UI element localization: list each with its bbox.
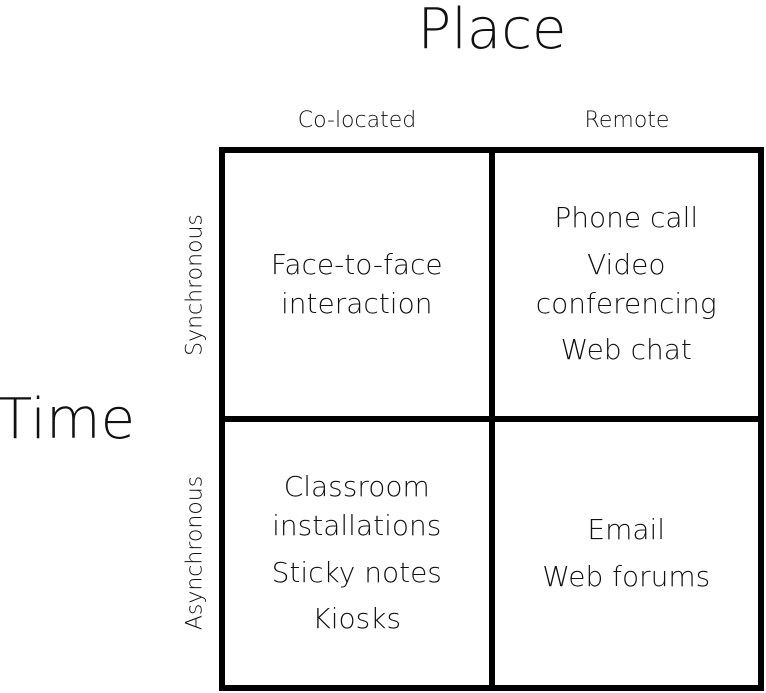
cell-item: Web forums <box>542 559 711 593</box>
cell-item: Face-to-face interaction <box>270 247 443 320</box>
cell-item: Web chat <box>560 333 692 367</box>
time-place-matrix: Face-to-face interaction Phone call Vide… <box>219 147 764 691</box>
cell-asynchronous-remote: Email Web forums <box>491 419 758 685</box>
time-axis-title: Time <box>0 387 136 452</box>
cell-item: Kiosks <box>312 602 402 636</box>
cell-item: Video conferencing <box>535 247 717 320</box>
cell-item: Email <box>587 512 666 546</box>
row-header-asynchronous: Asynchronous <box>182 475 208 631</box>
cell-synchronous-remote: Phone call Video conferencing Web chat <box>491 153 758 419</box>
place-axis-title: Place <box>417 0 567 62</box>
cell-asynchronous-co-located: Classroom installations Sticky notes Kio… <box>225 419 492 685</box>
row-header-synchronous: Synchronous <box>182 214 208 356</box>
cell-item: Sticky notes <box>271 555 442 589</box>
cell-item: Classroom installations <box>272 470 442 542</box>
cell-item: Phone call <box>554 201 699 235</box>
column-header-co-located: Co-located <box>297 108 417 133</box>
cell-synchronous-co-located: Face-to-face interaction <box>225 153 492 419</box>
column-header-remote: Remote <box>584 108 670 133</box>
